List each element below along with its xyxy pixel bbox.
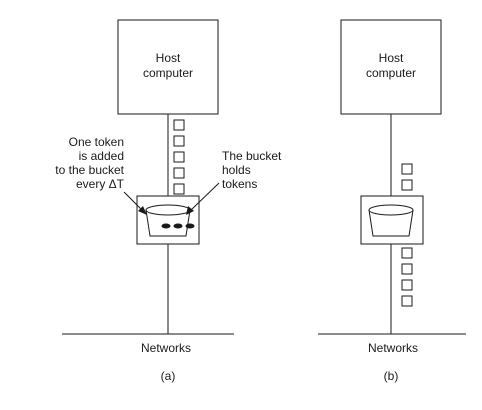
host-label-line1-b: Host xyxy=(379,51,404,65)
bucket-holds-line3: tokens xyxy=(222,177,257,191)
bucket-tokens-a xyxy=(161,223,195,229)
bucket-holds-line1: The bucket xyxy=(222,149,282,163)
packet-b-above-2 xyxy=(401,179,413,191)
bucket-body-b xyxy=(368,209,414,237)
annotation-token-added: One token is added to the bucket every Δ… xyxy=(55,135,147,215)
token-added-line1: One token xyxy=(69,135,124,149)
bucket-holds-arrowhead xyxy=(186,206,194,215)
packet-a-above-2 xyxy=(173,135,185,147)
bucket-rim-b xyxy=(368,204,414,216)
caption-b: (b) xyxy=(384,369,399,383)
packet-queue-b xyxy=(401,163,413,307)
token-added-line4: every ΔT xyxy=(76,177,125,191)
bucket-holds-arrow xyxy=(189,182,220,212)
host-computer-box-a xyxy=(117,19,219,115)
packet-b-below-2 xyxy=(401,263,413,275)
bucket-b xyxy=(368,204,414,237)
bucket-body-a xyxy=(145,209,191,237)
token-a-1 xyxy=(161,223,171,229)
annotation-bucket-holds: The bucket holds tokens xyxy=(186,149,282,215)
bucket-rim-a xyxy=(145,204,191,216)
packet-a-above-1 xyxy=(173,119,185,131)
packet-a-above-4 xyxy=(173,167,185,179)
packet-b-below-4 xyxy=(401,295,413,307)
token-added-arrow xyxy=(123,191,144,212)
token-a-3 xyxy=(185,223,195,229)
host-label-line1-a: Host xyxy=(156,51,181,65)
packet-b-above-1 xyxy=(401,163,413,175)
token-a-2 xyxy=(173,223,183,229)
networks-label-a: Networks xyxy=(141,341,191,355)
packet-queue-a xyxy=(173,119,185,195)
token-added-line3: to the bucket xyxy=(55,163,124,177)
panel-a: Host computer Networks (a) One token is … xyxy=(55,19,282,383)
packet-b-below-1 xyxy=(401,247,413,259)
caption-a: (a) xyxy=(161,369,176,383)
packet-a-above-3 xyxy=(173,151,185,163)
bucket-holds-line2: holds xyxy=(222,163,251,177)
networks-label-b: Networks xyxy=(368,341,418,355)
panel-b: Host computer Networks (b) xyxy=(318,19,466,383)
packet-a-above-5 xyxy=(173,183,185,195)
packet-b-below-3 xyxy=(401,279,413,291)
host-label-line2-a: computer xyxy=(143,66,193,80)
token-added-line2: is added xyxy=(79,149,124,163)
token-added-arrowhead xyxy=(138,206,147,215)
host-label-line2-b: computer xyxy=(366,66,416,80)
bucket-a xyxy=(145,204,195,237)
